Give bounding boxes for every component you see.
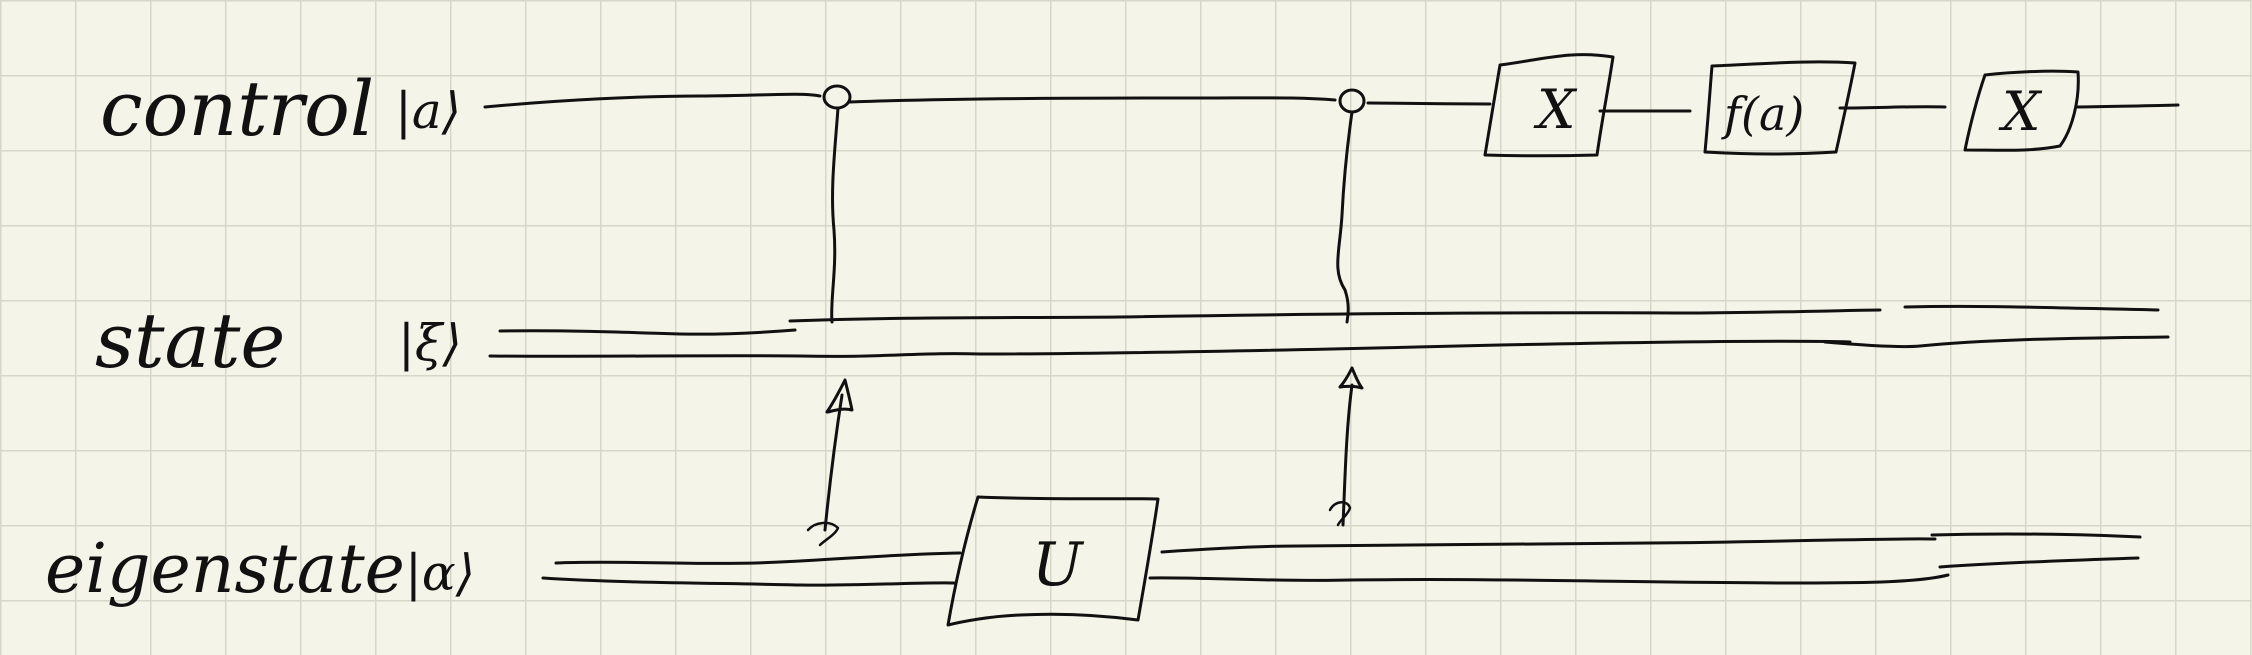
eigenstate-wire	[554, 551, 962, 565]
eigenstate-wire	[1148, 573, 1950, 585]
control-wire	[2076, 103, 2180, 109]
kickback-arrow-2	[1341, 383, 1354, 527]
kickback-arrow-1-tail	[806, 521, 840, 547]
kickback-arrow-2-head	[1338, 366, 1364, 390]
control-wire	[1838, 105, 1947, 110]
kickback-arrow-1	[823, 393, 844, 532]
state-wire	[788, 308, 1882, 323]
f-gate-label: f(a)	[1721, 87, 1804, 141]
state-wire	[1823, 335, 2170, 349]
control-dot-1	[822, 84, 852, 110]
control-link-2	[1336, 110, 1354, 324]
state-ket: |ξ⟩	[398, 314, 462, 372]
kickback-arrow-1-head	[825, 378, 854, 414]
u-gate-box	[946, 495, 1160, 627]
control-wire-label: control	[100, 64, 374, 153]
eigenstate-wire	[1930, 532, 2142, 539]
control-dot-2	[1338, 88, 1366, 114]
eigenstate-ket: |α⟩	[405, 544, 475, 602]
control-wire	[483, 92, 822, 109]
x-gate-1-label: X	[1533, 78, 1578, 141]
control-wire	[848, 96, 1337, 104]
state-wire-label: state	[95, 296, 285, 385]
x-gate-2-label: X	[1998, 80, 2043, 143]
f-gate-box	[1703, 60, 1857, 156]
eigenstate-wire	[1160, 537, 1937, 554]
control-link-1	[830, 106, 840, 324]
eigenstate-wire	[541, 576, 957, 587]
state-wire	[1903, 304, 2160, 312]
state-wire	[488, 339, 1852, 358]
control-ket: |a⟩	[395, 82, 461, 140]
x-gate-2-box	[1963, 69, 2080, 152]
control-wire	[1366, 101, 1492, 106]
eigenstate-wire-label: eigenstate	[45, 530, 405, 609]
x-gate-1-box	[1483, 53, 1615, 158]
u-gate-label: U	[1032, 530, 1085, 600]
kickback-arrow-2-tail	[1328, 501, 1352, 527]
state-wire	[498, 328, 797, 336]
eigenstate-wire	[1938, 556, 2140, 569]
